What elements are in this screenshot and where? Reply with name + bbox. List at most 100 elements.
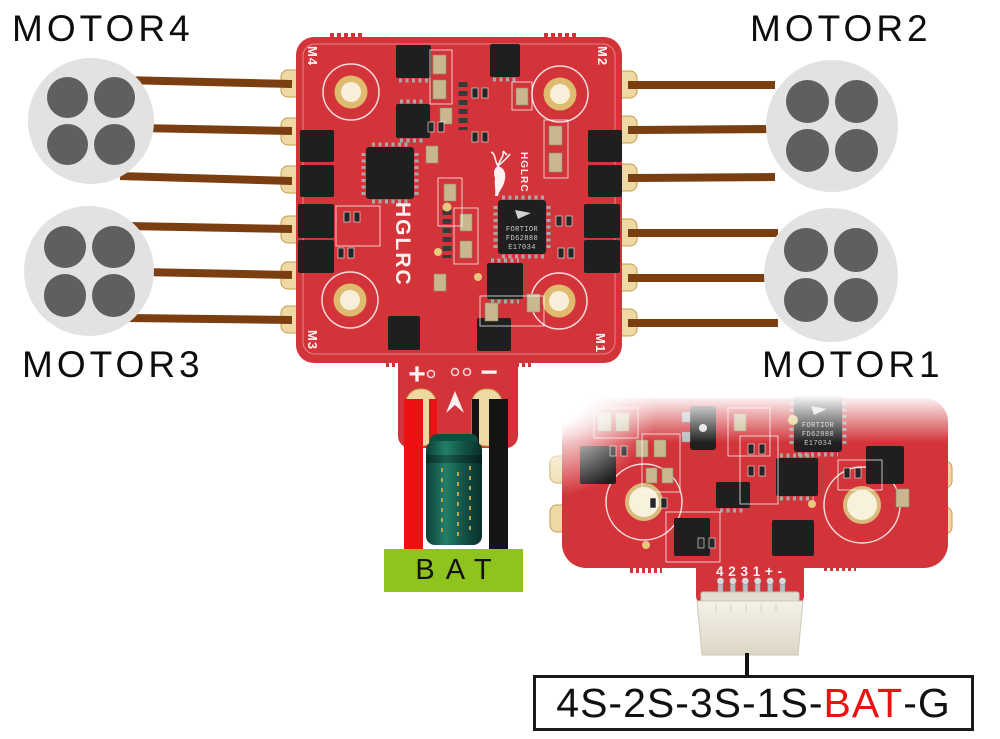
motor-magnet-dot [784,228,829,273]
hole-center [550,84,570,104]
silkscreen-outline [437,177,463,227]
mosfet [772,520,814,556]
smd-capacitor [515,87,529,106]
silkscreen-outline [453,207,479,265]
smd-resistors [337,82,575,259]
pin-head [754,577,762,585]
smd-capacitor [432,54,447,75]
smd-capacitor [459,213,473,232]
smd-resistor [481,131,489,143]
deer-antlers [490,150,511,167]
orientation-arrow [446,391,464,413]
motor-wire [627,173,776,182]
mosfet [300,165,334,197]
mosfet [300,130,334,162]
motor1-label: MOTOR1 [762,344,944,385]
smd-capacitor [439,107,453,125]
smd-capacitor [433,273,447,292]
motor-magnet-dot [43,273,87,317]
motor-magnet-dot [785,79,830,124]
silk-circle [450,367,460,377]
capacitor-body [426,441,482,545]
motor-magnet-dot [93,76,136,119]
silkscreen-outline [479,295,545,327]
motor1-drawing [764,208,898,342]
brand-text-vertical: HGLRC [391,202,414,287]
smd-resistor [437,121,445,133]
motor-magnet-dot [834,79,879,124]
plus-mark: + [408,358,426,391]
deer-body [494,166,506,196]
corner-label-m1: M1 [593,333,608,353]
battery-wire-red [404,399,423,550]
hole-center [843,486,881,524]
silk-circle [426,369,436,379]
motor-wire [125,222,293,233]
pin-head [778,577,787,585]
battery-wire-black [489,399,508,550]
silkscreen-outline [335,205,381,247]
mosfet [584,204,620,238]
smd-resistor [649,497,657,509]
smd-capacitor [425,145,439,164]
motor-magnet-dot [784,277,829,322]
silk-circle [462,367,472,377]
ic-chip [366,147,414,199]
motor-wires [119,76,778,327]
ic-chip [388,316,420,350]
chip-logo [515,210,531,219]
motor-magnet-dot [93,123,136,166]
silkscreen-outline [429,49,453,105]
motor-magnet-dot [91,273,135,317]
mounting-hole [530,272,588,330]
silkscreen-outline [543,119,569,179]
silkscreen-outline [511,81,533,111]
motor-wire [125,314,293,324]
smd-resistor [747,443,755,455]
hole-silk-ring [322,63,380,121]
smd-capacitor [432,79,447,100]
motor-magnet-dot [833,228,878,273]
smd-resistor [660,497,668,509]
capacitor-lead-black [472,399,479,449]
pin-head [766,577,774,585]
chip-text: E17034 [804,440,832,448]
fortior-chip-center: FORTIOR FD62880 E17034 [493,195,551,259]
electrolytic-capacitor [426,434,482,545]
smd-capacitor [661,467,674,484]
pin-head [729,577,737,585]
battery-connection [404,399,508,550]
smd-capacitor [548,125,563,146]
pinout-callout: 4S-2S-3S-1S-BAT-G [533,675,974,731]
motor3-drawing [24,206,154,336]
pcb-body [296,37,622,363]
ic-chip [498,200,546,254]
silkscreen-outline [302,43,616,355]
connector-housing [696,600,804,656]
mosfet [674,518,710,556]
ic-chip [477,318,511,351]
connector-pins [716,577,787,602]
pin-silkscreen: 4 2 3 1 + - [716,564,783,579]
motor4-label: MOTOR4 [12,8,194,49]
battery-label: BAT [384,549,523,592]
smd-resistor [758,443,766,455]
ic-chip [487,263,523,299]
minus-mark: − [480,356,498,389]
smd-resistor [353,211,361,223]
motor-magnet-dot [46,76,89,119]
smd-capacitor [895,488,910,508]
smd-resistor [747,465,755,477]
smd-capacitor [484,302,499,322]
ic-chip [396,45,431,78]
capacitor-crimp [426,455,482,463]
mosfet [866,446,904,484]
main-board-pcb: M4 M2 M3 M1 [296,33,622,448]
via [442,202,452,212]
motor-wire [119,172,293,185]
smd-resistor [347,247,355,259]
motor-wire [139,268,293,279]
smd-resistor [481,87,489,99]
mosfet [588,130,622,162]
smd-capacitors [425,54,563,322]
